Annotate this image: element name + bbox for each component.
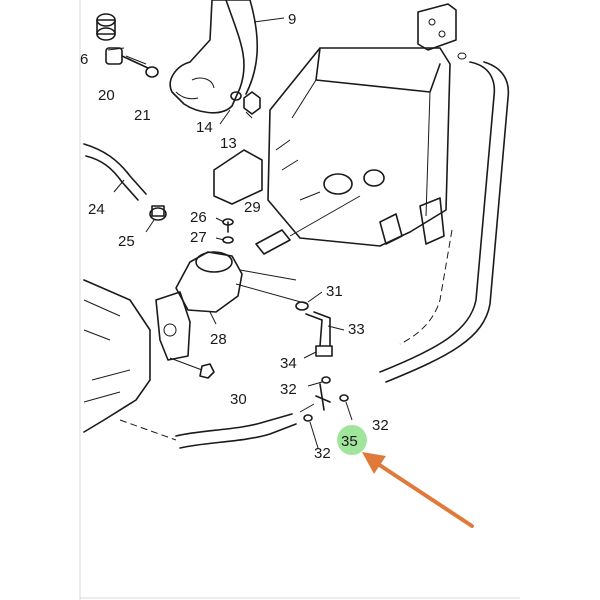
label-25: 25 (118, 233, 135, 250)
screw-26-part (222, 218, 234, 233)
washer-27-part (222, 236, 234, 244)
pump-28-part (155, 251, 309, 361)
engine-block-outline (83, 279, 151, 433)
connector-part (417, 3, 467, 60)
clip-32-part (303, 394, 349, 422)
label-33: 33 (348, 321, 365, 338)
label-20: 20 (98, 87, 115, 104)
tee-joint-35-part (315, 376, 331, 411)
label-24: 24 (88, 201, 105, 218)
label-32-right: 32 (372, 417, 389, 434)
bolt-part (96, 13, 116, 41)
label-31: 31 (326, 283, 343, 300)
label-21: 21 (134, 107, 151, 124)
hose-33-part (305, 311, 333, 357)
label-32-bottom: 32 (314, 445, 331, 462)
label-9: 9 (288, 11, 296, 28)
label-30: 30 (230, 391, 247, 408)
pointer-arrow (362, 452, 474, 528)
hose-30-part (119, 403, 315, 449)
label-29: 29 (244, 199, 261, 216)
clamp-31-part (295, 301, 309, 311)
mount-bolt-part (169, 357, 215, 379)
vent-hose-part (379, 61, 510, 383)
nut-part (230, 91, 261, 115)
canister-part (213, 47, 451, 247)
screw-part (105, 47, 159, 78)
label-32-top: 32 (280, 381, 297, 398)
label-6: 6 (80, 51, 88, 68)
label-13: 13 (220, 135, 237, 152)
label-35: 35 (341, 433, 358, 450)
fitting-25-part (149, 205, 167, 221)
label-26: 26 (190, 209, 207, 226)
highlight-circle (337, 425, 367, 455)
label-27: 27 (190, 229, 207, 246)
bracket-arm-part (169, 0, 259, 114)
label-28: 28 (210, 331, 227, 348)
label-14: 14 (196, 119, 213, 136)
label-34: 34 (280, 355, 297, 372)
hose-24-part (83, 143, 147, 201)
tube-29-part (255, 195, 361, 255)
leader-lines (107, 17, 353, 449)
